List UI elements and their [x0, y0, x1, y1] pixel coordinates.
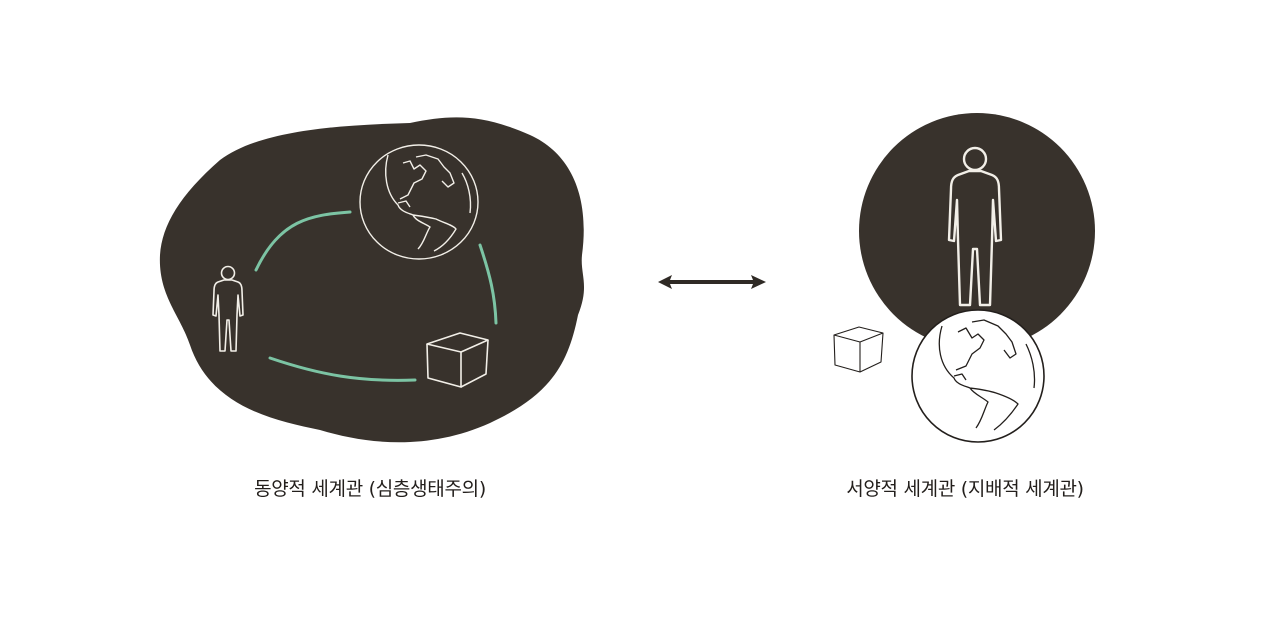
connector-globe-cube: [478, 243, 498, 325]
western-worldview-caption: 서양적 세계관 (지배적 세계관): [846, 478, 1084, 500]
cube-icon: [426, 332, 489, 388]
western-dark-circle: [859, 113, 1095, 349]
eastern-worldview-caption: 동양적 세계관 (심층생태주의): [254, 478, 486, 500]
person-icon: [212, 265, 244, 352]
globe-icon: [911, 309, 1045, 443]
person-icon: [947, 146, 1003, 307]
connector-cube-person: [268, 356, 417, 382]
eastern-worldview-diagram: [150, 105, 600, 455]
double-headed-arrow-icon: [658, 275, 766, 289]
connector-person-globe: [254, 210, 352, 272]
western-worldview-diagram: [820, 105, 1120, 450]
cube-icon: [833, 326, 884, 373]
globe-icon: [359, 144, 479, 260]
